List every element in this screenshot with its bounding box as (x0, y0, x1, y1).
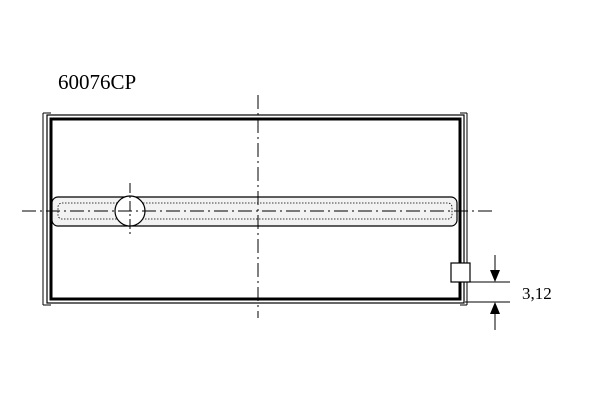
shell-inner-border (49, 117, 462, 301)
dimension-arrow-top-head (490, 270, 500, 282)
dimension-label: 3,12 (522, 284, 552, 303)
locating-tab (450, 262, 471, 283)
shell-outline (46, 114, 465, 304)
dimension-arrow-bottom-head (490, 302, 500, 314)
part-number-label: 60076CP (58, 70, 137, 94)
